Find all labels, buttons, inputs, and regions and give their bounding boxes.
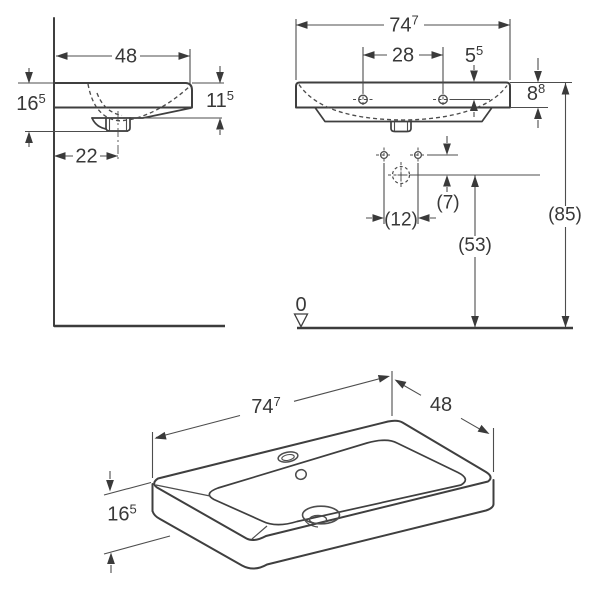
datum-triangle-icon [293,313,309,329]
dim-front-width: 747 [295,13,511,80]
dim-side-front-height-label: 115 [206,88,234,112]
dim-tap-inset-label: 55 [465,43,483,67]
dim-iso-width: 747 [151,371,393,478]
tap-hole-right-symbol [433,91,453,108]
dim-drain-height: (53) [458,175,492,328]
dim-side-total-height: 165 [16,68,46,147]
dim-side-depth: 48 [56,46,191,84]
iso-drain [301,505,341,528]
dim-front-width-label: 747 [389,13,418,37]
dim-iso-height-label: 165 [107,502,136,526]
iso-tap-hole [277,451,299,463]
datum-zero-label: 0 [295,294,306,316]
iso-inner-bowl [208,439,467,526]
dim-rim-thickness-label: 88 [527,81,545,105]
dim-fixing-spacing-label: (12) [384,210,418,231]
dim-fixing-spacing: (12) [366,210,436,231]
dim-side-drain-offset: 22 [54,146,118,168]
dim-iso-width-label: 747 [251,394,280,418]
dim-fixing-above-drain: (7) [436,175,460,214]
dim-tap-spacing: 28 [362,45,444,93]
iso-view: 747 48 165 [103,371,495,573]
front-bowl-hidden-line [298,84,508,121]
dim-rim-thickness: 88 [527,58,545,128]
front-view: 747 28 55 88 [293,13,582,330]
side-bowl-hidden-line [87,83,190,122]
dim-iso-depth-label: 48 [430,394,452,416]
dim-side-depth-label: 48 [115,46,137,68]
iso-basin-outline [151,419,495,570]
dim-side-total-height-label: 165 [16,91,45,115]
dim-side-drain-offset-label: 22 [75,146,97,168]
dim-side-front-height: 115 [206,66,234,135]
dim-rim-height: (85) [548,82,582,328]
fixing-hole-left-symbol [376,147,392,163]
datum-symbol: 0 [293,294,309,329]
iso-overflow-hole [294,468,308,481]
side-basin-outline [18,82,224,160]
dim-fixing-above-drain-label: (7) [436,193,459,214]
front-basin-outline [295,81,572,133]
drain-hole-symbol [388,162,414,188]
tap-hole-left-symbol [353,91,373,108]
dim-iso-depth: 48 [392,376,495,472]
dim-rim-height-label: (85) [548,205,582,226]
dim-iso-height: 165 [103,471,171,573]
detail-fixing-holes: (7) (12) [366,136,540,231]
dim-tap-inset: 55 [465,43,483,117]
dim-tap-spacing-label: 28 [392,45,414,67]
dim-drain-height-label: (53) [458,235,492,256]
side-view: 48 165 115 22 [16,17,234,328]
fixing-hole-right-symbol [410,147,426,163]
